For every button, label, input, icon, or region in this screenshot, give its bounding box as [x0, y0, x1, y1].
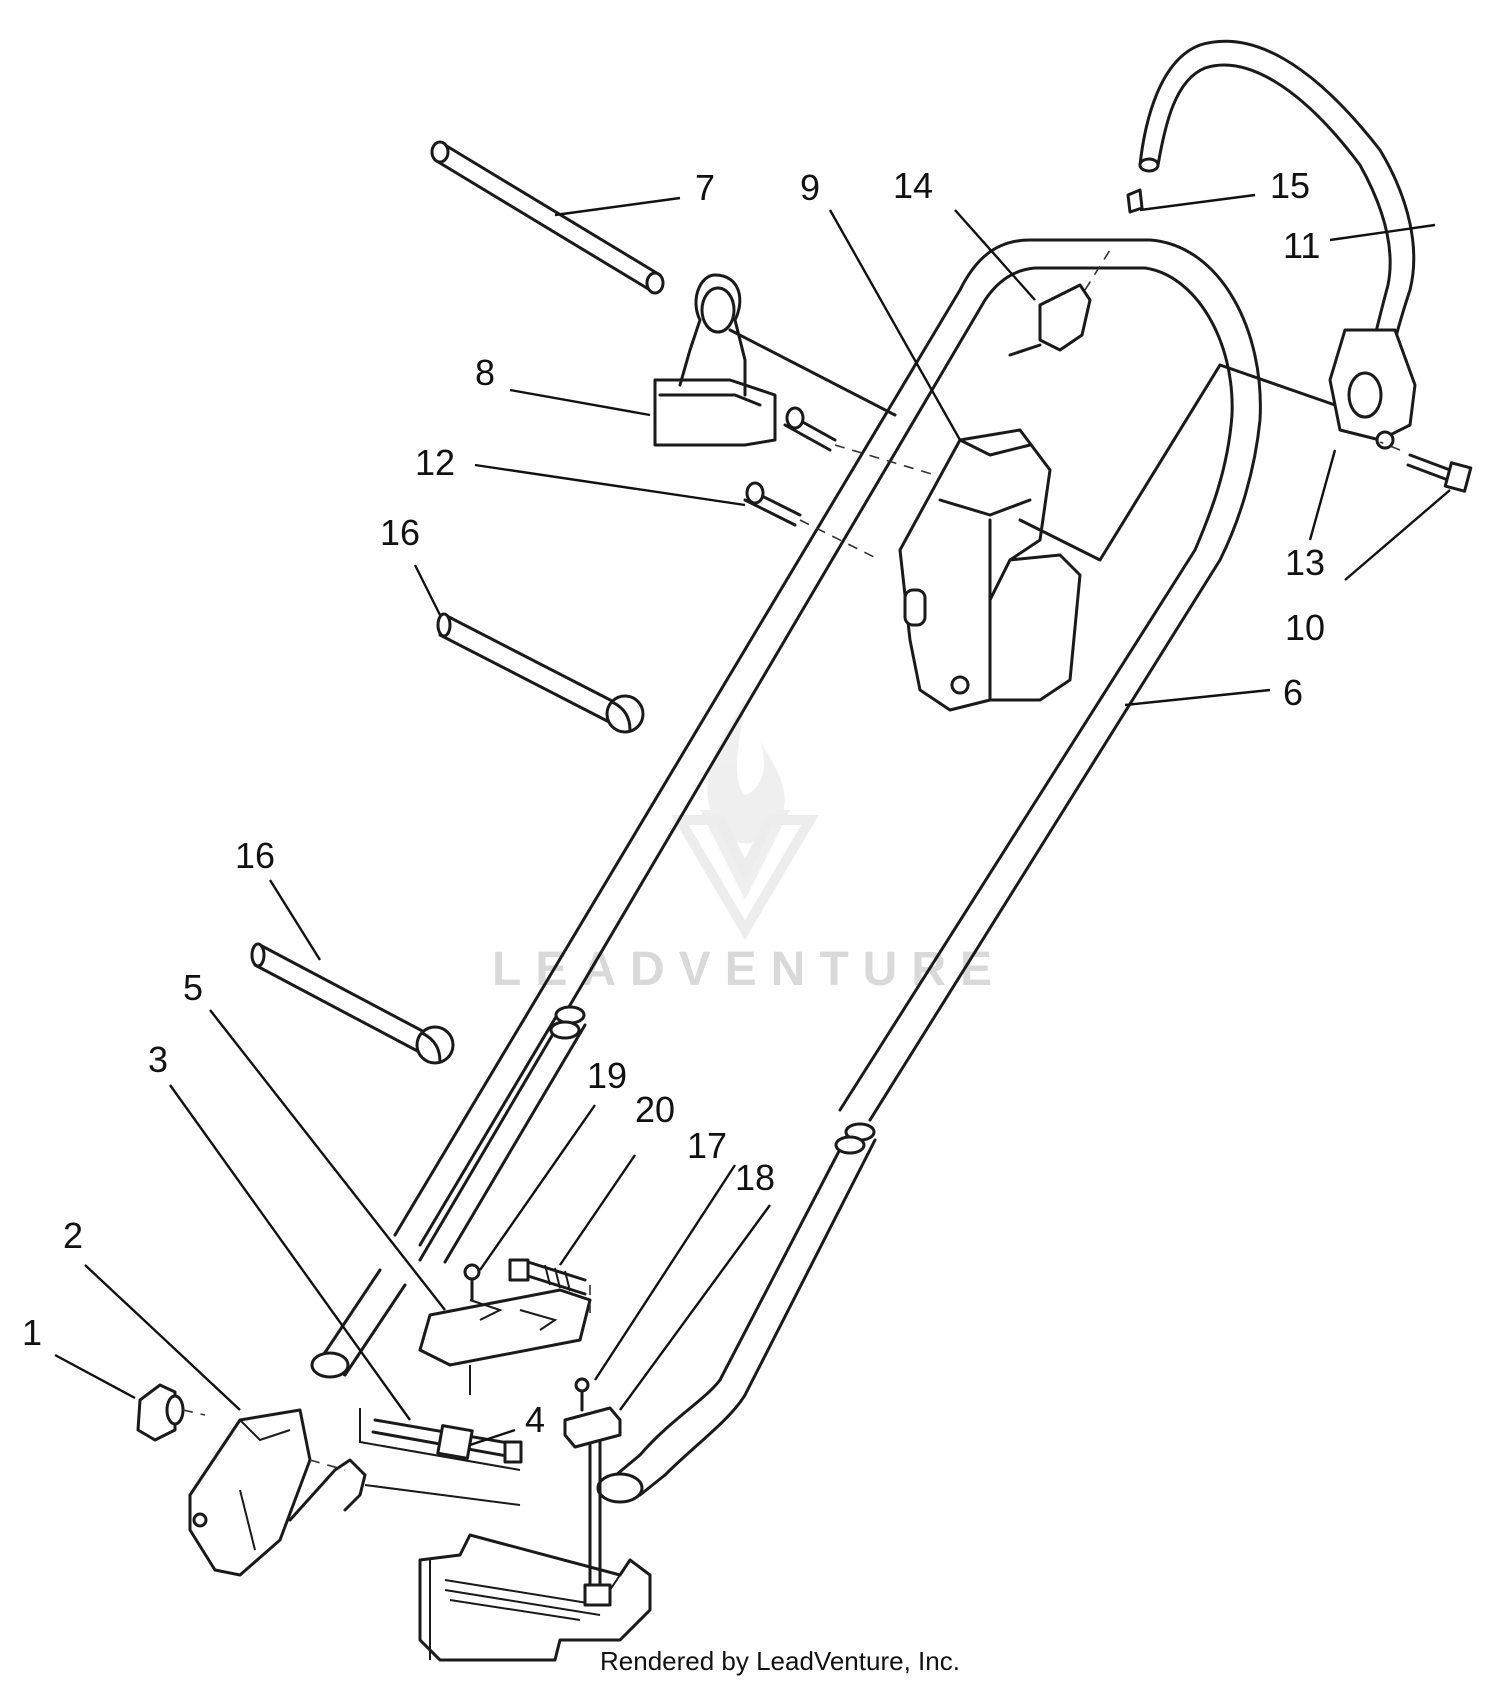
callout-7: 7 [695, 167, 715, 208]
part-11-bail [1138, 39, 1416, 362]
part-1-knob [136, 1383, 206, 1442]
leader-1 [54, 1353, 136, 1400]
callout-5: 5 [183, 967, 203, 1008]
part-7-rod [430, 140, 665, 295]
leader-3 [169, 1084, 411, 1421]
left-lower-tube [418, 1005, 587, 1264]
callout-4: 4 [525, 1399, 545, 1440]
leader-10 [1344, 489, 1451, 581]
control-cable [1018, 363, 1337, 562]
callout-16-upper: 16 [380, 512, 420, 553]
leader-13 [1308, 449, 1337, 541]
leader-9 [828, 209, 962, 441]
part-12-bolts [743, 406, 936, 561]
callout-12: 12 [415, 442, 455, 483]
watermark-text: LEADVENTURE [492, 943, 1006, 996]
part-16-grip-lower [250, 942, 455, 1065]
callout-20: 20 [635, 1089, 675, 1130]
callout-19: 19 [587, 1055, 627, 1096]
part-9-control-housing [898, 428, 1082, 712]
leader-lines [54, 193, 1451, 1447]
leader-11 [1329, 223, 1436, 242]
part-16-grip-upper [436, 612, 645, 734]
part-5-cover-plate [418, 1288, 592, 1395]
leader-16a [413, 564, 442, 616]
part-19-screw [463, 1263, 481, 1302]
leader-8 [509, 388, 651, 417]
leader-6 [1124, 688, 1271, 707]
left-handle-end [310, 1268, 407, 1379]
callout-9: 9 [800, 167, 820, 208]
mower-deck-base [288, 1458, 652, 1662]
leader-2 [84, 1264, 241, 1411]
part-14-cable-clip [1008, 249, 1111, 357]
part-15-small-clip [1126, 188, 1144, 214]
leader-14 [954, 209, 1036, 301]
leader-18 [619, 1204, 771, 1411]
leader-4 [469, 1428, 516, 1447]
callout-11: 11 [1283, 225, 1320, 266]
leader-16b [268, 879, 322, 961]
callout-1: 1 [22, 1312, 42, 1353]
leader-7 [554, 196, 681, 217]
callout-13: 13 [1285, 542, 1325, 583]
leader-12 [474, 463, 746, 507]
callout-6: 6 [1283, 672, 1303, 713]
part-8-bracket [653, 273, 897, 447]
callout-8: 8 [475, 352, 495, 393]
part-10-bolt [1379, 441, 1473, 493]
render-credit: Rendered by LeadVenture, Inc. [600, 1646, 960, 1676]
callout-16-lower: 16 [235, 835, 275, 876]
leader-5 [209, 1009, 446, 1311]
part-6-lower-handle [393, 238, 1262, 1262]
leader-20 [559, 1154, 636, 1266]
part-17-18-block-rod [563, 1377, 622, 1592]
callout-2: 2 [63, 1215, 83, 1256]
part-13-bail-bracket [1328, 328, 1417, 450]
part-2-pivot-bracket [188, 1408, 346, 1577]
part-3-4-rod-spring [359, 1408, 523, 1471]
watermark: LEADVENTURE [492, 700, 1006, 996]
callout-14: 14 [893, 165, 933, 206]
callout-3: 3 [148, 1039, 168, 1080]
callout-18: 18 [735, 1157, 775, 1198]
leader-19 [479, 1104, 596, 1271]
leader-15 [1139, 193, 1256, 212]
watermark-logo-icon [671, 700, 819, 940]
callout-15: 15 [1270, 165, 1310, 206]
leader-17 [593, 1164, 737, 1381]
part-20-bolt [508, 1258, 591, 1320]
right-lower-tube [596, 1122, 877, 1504]
callout-10: 10 [1285, 607, 1325, 648]
callout-17: 17 [687, 1125, 727, 1166]
callout-labels: 1 2 3 4 5 6 7 8 9 10 11 12 13 14 15 16 1… [22, 165, 1325, 1440]
